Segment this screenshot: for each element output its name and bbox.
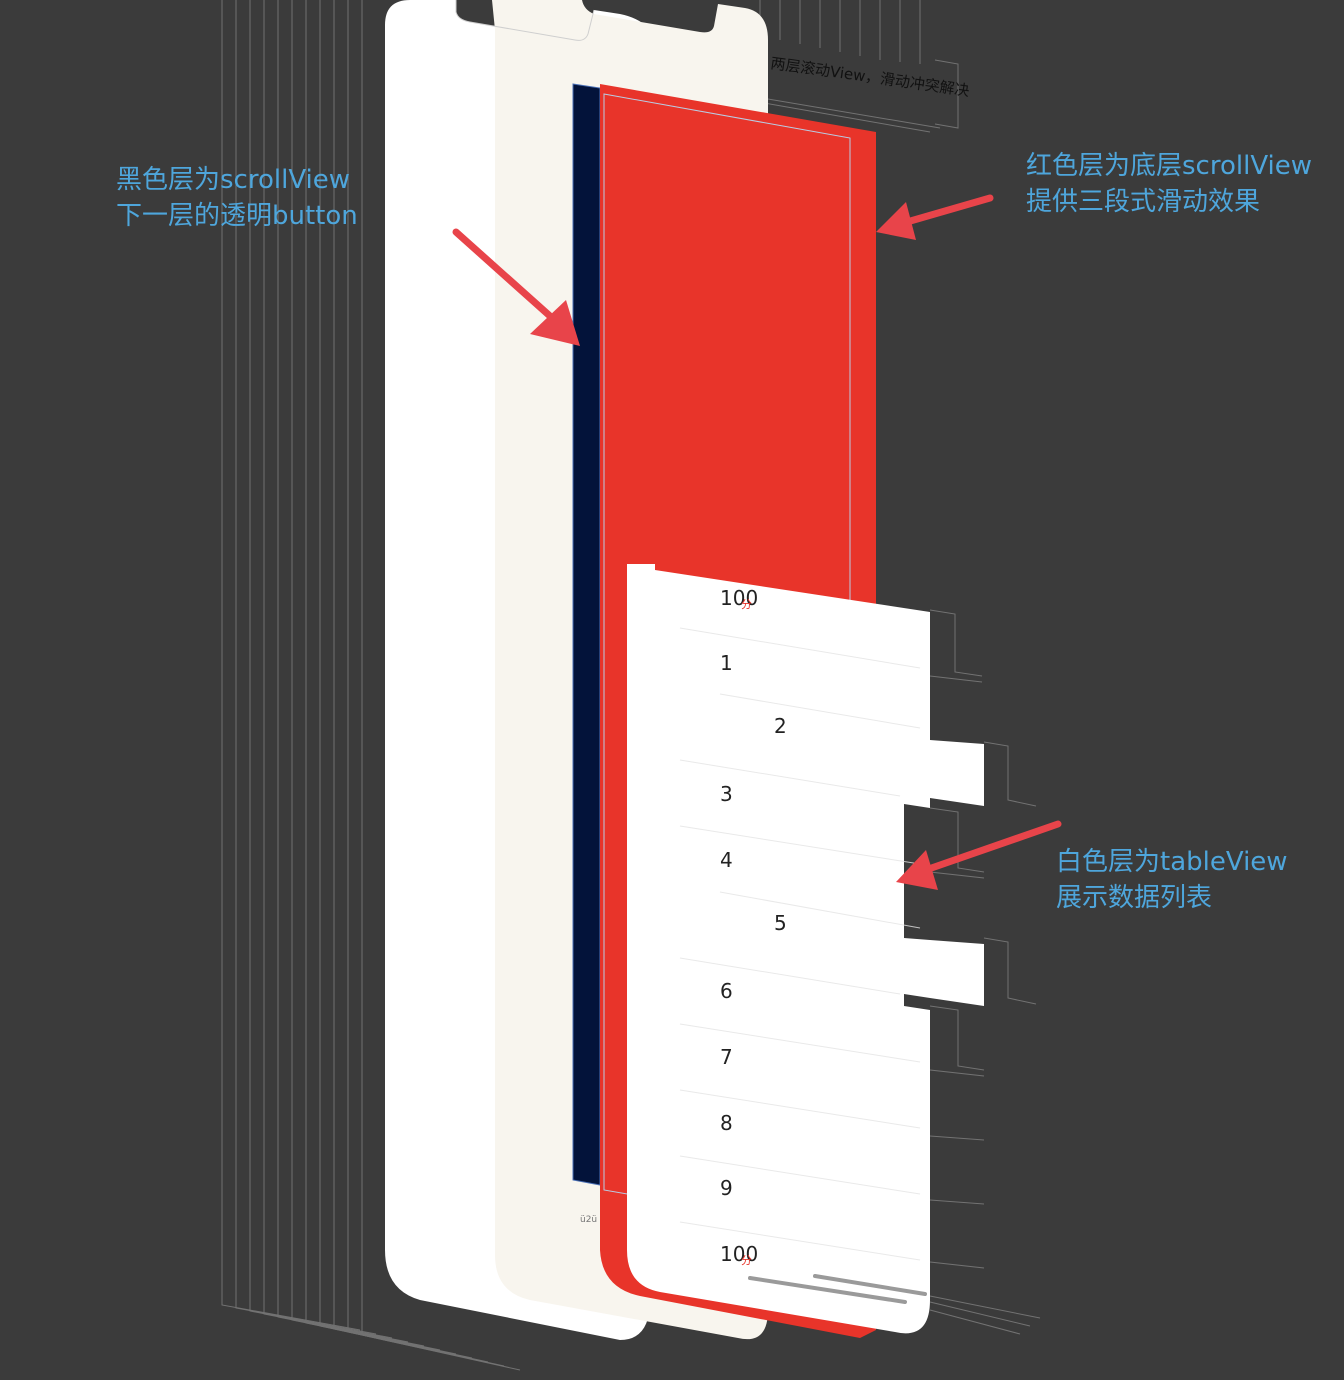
header-score-value: 100 xyxy=(720,586,758,610)
header-score-suffix: 分 xyxy=(741,598,752,611)
table-header-score: 100 分 xyxy=(720,586,758,611)
footer-score-suffix: 分 xyxy=(741,1254,752,1267)
home-indicator xyxy=(748,1274,927,1304)
annotation-white-layer: 白色层为tableView 展示数据列表 xyxy=(1056,844,1288,916)
table-row[interactable]: 7 xyxy=(720,1045,733,1069)
annotation-white-line1: 白色层为tableView xyxy=(1056,847,1288,877)
arrow-to-black-layer xyxy=(452,228,580,346)
annotation-red-line1: 红色层为底层scrollView xyxy=(1026,151,1313,181)
table-row[interactable]: 5 xyxy=(774,911,787,935)
white-tableview-layer xyxy=(627,564,984,1334)
annotation-black-layer: 黑色层为scrollView 下一层的透明button xyxy=(116,162,358,234)
arrow-to-white-layer xyxy=(896,820,1062,890)
annotation-black-line1: 黑色层为scrollView xyxy=(116,165,351,195)
table-footer-score: 100 分 xyxy=(720,1242,758,1267)
table-row[interactable]: 2 xyxy=(774,714,787,738)
wireframe-lines-left xyxy=(221,0,521,1371)
annotation-black-line2: 下一层的透明button xyxy=(116,201,358,231)
arrow-to-red-layer xyxy=(876,194,994,240)
wireframe-lines-right xyxy=(929,609,1041,1335)
table-row[interactable]: 1 xyxy=(720,651,733,675)
table-row[interactable]: 3 xyxy=(720,782,733,806)
table-row[interactable]: 6 xyxy=(720,979,733,1003)
footer-score-value: 100 xyxy=(720,1242,758,1266)
annotation-white-line2: 展示数据列表 xyxy=(1056,883,1213,913)
bottom-tiny-label: ü2ü xyxy=(580,1215,597,1225)
table-rows: 1 2 3 4 5 6 7 8 9 xyxy=(720,651,787,1200)
table-row-separators xyxy=(679,627,921,1261)
top-note-plate: 两层滚动View，滑动冲突解决 xyxy=(769,54,970,100)
black-scrollview-layer xyxy=(572,83,601,1186)
notch-outline xyxy=(455,0,595,41)
table-row[interactable]: 8 xyxy=(720,1111,733,1135)
annotation-red-line2: 提供三段式滑动效果 xyxy=(1026,187,1261,217)
table-row[interactable]: 4 xyxy=(720,848,733,872)
table-row[interactable]: 9 xyxy=(720,1176,733,1200)
annotation-red-layer: 红色层为底层scrollView 提供三段式滑动效果 xyxy=(1026,148,1312,220)
